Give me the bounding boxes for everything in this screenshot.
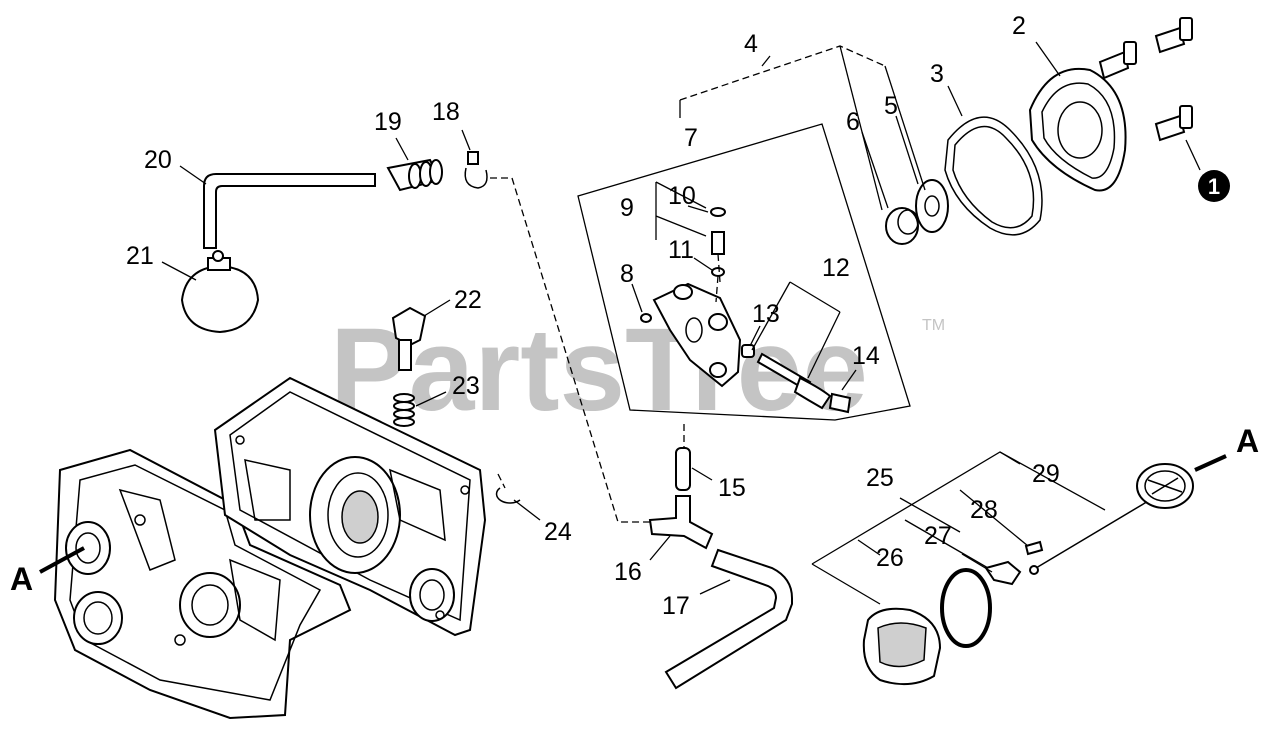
label-21: 21 <box>126 242 154 270</box>
oil-filter-21 <box>180 250 260 334</box>
part-number-labels: 2 3 4 5 6 7 8 9 10 11 12 13 14 15 16 17 … <box>126 12 1060 620</box>
small-parts-8-13 <box>640 313 852 414</box>
clamp-18 <box>464 151 488 189</box>
label-23: 23 <box>452 372 480 400</box>
oil-pump-body <box>652 282 742 388</box>
label-18: 18 <box>432 98 460 126</box>
label-11: 11 <box>668 236 694 264</box>
tube-15 <box>675 447 691 491</box>
label-15: 15 <box>718 474 746 502</box>
label-16: 16 <box>614 558 642 586</box>
label-19: 19 <box>374 108 402 136</box>
spring-23 <box>393 393 415 427</box>
label-20: 20 <box>144 146 172 174</box>
label-22: 22 <box>454 286 482 314</box>
pump-assembly-box <box>577 123 911 421</box>
crankcase-left-half <box>53 448 352 720</box>
watermark-trademark: TM <box>922 317 945 334</box>
callout-a-right: A <box>1236 423 1259 459</box>
o-ring-27 <box>940 568 992 648</box>
leader-lines <box>39 41 1227 605</box>
dipstick-29 <box>1029 463 1194 575</box>
crankcase-right-half <box>213 376 487 637</box>
label-14: 14 <box>852 342 880 370</box>
label-7: 7 <box>684 124 698 152</box>
worm-gear-6 <box>885 207 919 245</box>
label-12: 12 <box>822 254 850 282</box>
cover-plate-2 <box>1028 67 1127 192</box>
oil-hose-20 <box>203 173 376 249</box>
oil-cap-26 <box>862 607 942 686</box>
t-connector-16 <box>648 495 714 550</box>
label-27: 27 <box>924 522 952 550</box>
label-10: 10 <box>668 182 696 210</box>
callout-a-left: A <box>10 561 33 597</box>
label-6: 6 <box>846 108 860 136</box>
oil-route-dashes <box>490 177 721 523</box>
label-5: 5 <box>884 92 898 120</box>
gasket-3 <box>944 116 1043 236</box>
plunger-22 <box>391 306 427 371</box>
label-9: 9 <box>620 194 634 222</box>
worm-drive-5 <box>915 179 949 233</box>
label-29: 29 <box>1032 460 1060 488</box>
retainer-27 <box>984 560 1022 586</box>
pin-28 <box>1024 540 1044 556</box>
label-3: 3 <box>930 60 944 88</box>
note-number-badge: 1 <box>1198 170 1230 202</box>
connector-19 <box>386 158 443 192</box>
small-parts-10-11 <box>710 207 726 277</box>
label-26: 26 <box>876 544 904 572</box>
label-8: 8 <box>620 260 634 288</box>
label-24: 24 <box>544 518 572 546</box>
label-2: 2 <box>1012 12 1026 40</box>
clip-24 <box>495 487 521 504</box>
hose-17 <box>664 548 793 690</box>
screws <box>1098 17 1193 142</box>
label-17: 17 <box>662 592 690 620</box>
label-25: 25 <box>866 464 894 492</box>
note-number: 1 <box>1208 174 1220 199</box>
label-28: 28 <box>970 496 998 524</box>
label-4: 4 <box>744 30 758 58</box>
label-13: 13 <box>752 300 780 328</box>
